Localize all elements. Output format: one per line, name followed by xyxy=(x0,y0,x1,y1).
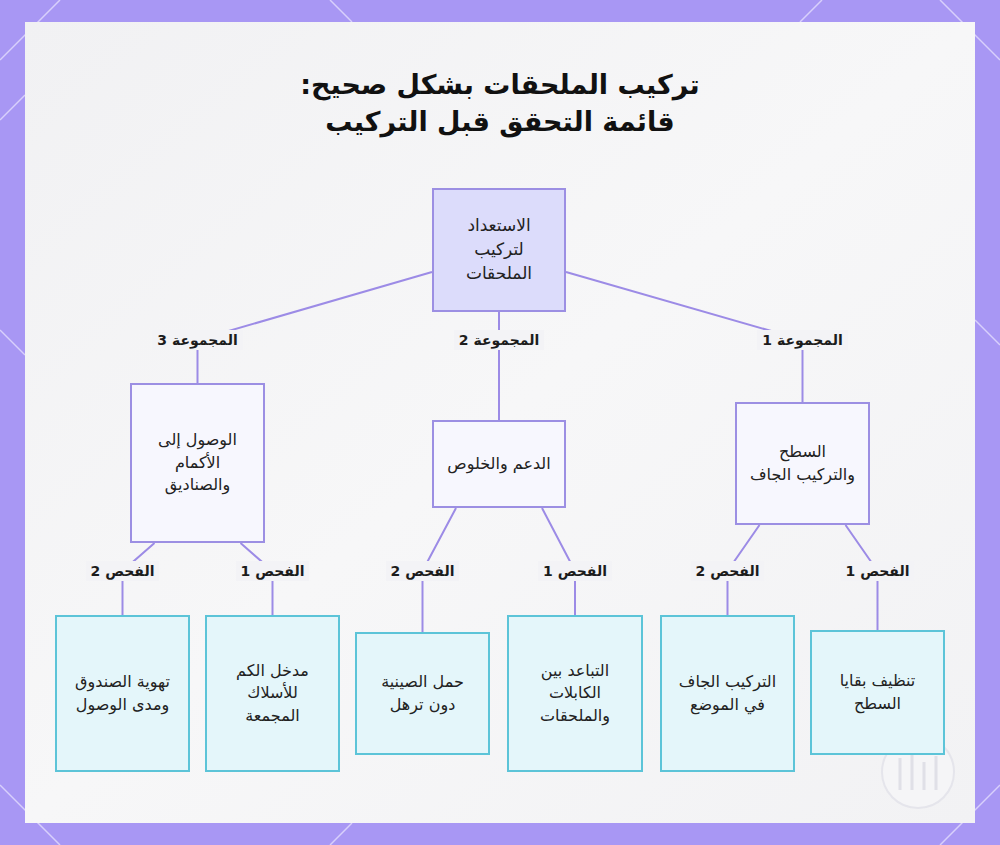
group-box: الوصول إلى الأكمام والصناديق xyxy=(130,383,265,543)
group-box: الدعم والخلوص xyxy=(432,420,566,508)
group-box: السطح والتركيب الجاف xyxy=(735,402,870,525)
edge-label: الفحص 2 xyxy=(386,561,460,581)
node-text: الاستعداد لتركيب الملحقات xyxy=(446,214,552,285)
node-text: التركيب الجاف في الموضع xyxy=(674,671,781,716)
check-box: حمل الصينية دون ترهل xyxy=(355,632,490,755)
connector xyxy=(198,272,433,383)
node-text: السطح والتركيب الجاف xyxy=(749,441,856,486)
check-box: التركيب الجاف في الموضع xyxy=(660,615,795,772)
title: تركيب الملحقات بشكل صحيح: قائمة التحقق ق… xyxy=(200,66,800,141)
edge-label: الفحص 2 xyxy=(691,561,765,581)
edge-label: الفحص 1 xyxy=(538,561,612,581)
panel xyxy=(25,22,975,823)
node-text: الدعم والخلوص xyxy=(447,453,550,475)
node-text: تنظيف بقايا السطح xyxy=(824,670,931,715)
connector xyxy=(498,312,500,420)
node-text: الوصول إلى الأكمام والصناديق xyxy=(144,429,251,496)
check-box: مدخل الكم للأسلاك المجمعة xyxy=(205,615,340,772)
node-text: حمل الصينية دون ترهل xyxy=(369,671,476,716)
edge-label: المجموعة 3 xyxy=(152,330,242,350)
edge-label: الفحص 1 xyxy=(236,561,310,581)
edge-label: الفحص 2 xyxy=(86,561,160,581)
check-box: التباعد بين الكابلات والملحقات xyxy=(507,615,643,772)
edge-label: المجموعة 2 xyxy=(454,330,544,350)
check-box: تنظيف بقايا السطح xyxy=(810,630,945,755)
edge-label: المجموعة 1 xyxy=(757,330,847,350)
node-text: التباعد بين الكابلات والملحقات xyxy=(521,660,629,727)
check-box: تهوية الصندوق ومدى الوصول xyxy=(55,615,190,772)
root-box: الاستعداد لتركيب الملحقات xyxy=(432,188,566,312)
edge-label: الفحص 1 xyxy=(841,561,915,581)
node-text: مدخل الكم للأسلاك المجمعة xyxy=(219,660,326,727)
node-text: تهوية الصندوق ومدى الوصول xyxy=(69,671,176,716)
